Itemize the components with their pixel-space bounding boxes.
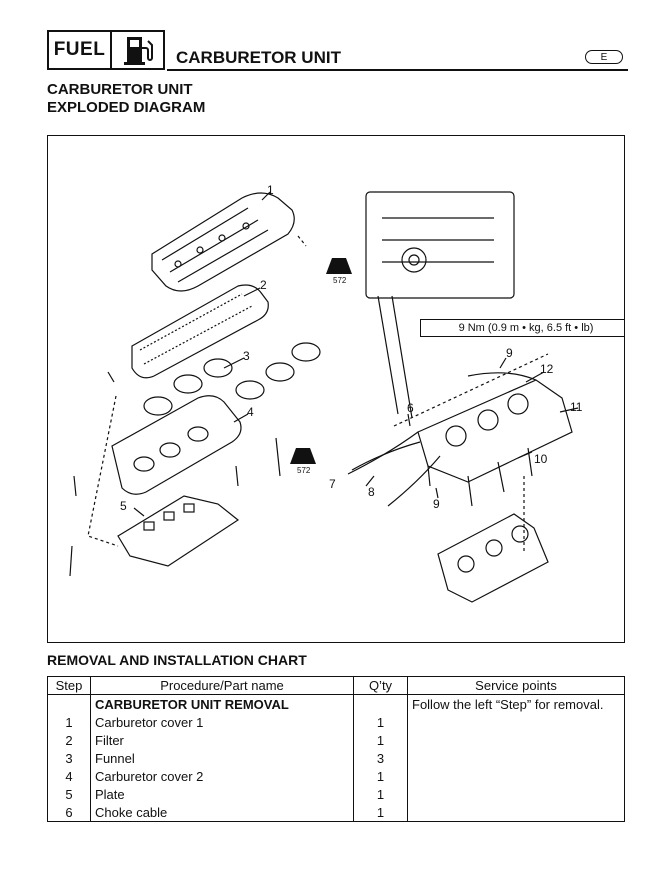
- section-label: FUEL: [49, 32, 112, 68]
- label-6: 6: [407, 401, 414, 415]
- table-row: CARBURETOR UNIT REMOVAL Follow the left …: [47, 694, 625, 713]
- lt-code: 572: [297, 466, 311, 475]
- col-service-points: Service points: [407, 676, 625, 695]
- col-qty: Q’ty: [353, 676, 408, 695]
- exploded-diagram: 572 572 1 2 3 4 5 6 7 8 9 9 10 11 12 9 N…: [47, 135, 625, 643]
- label-11: 11: [570, 400, 583, 414]
- page-subtitle: EXPLODED DIAGRAM: [47, 99, 206, 116]
- label-9: 9: [506, 346, 513, 360]
- torque-spec: 9 Nm (0.9 m • kg, 6.5 ft • lb): [420, 319, 624, 337]
- lt-code: 572: [333, 276, 347, 285]
- carburetor-cover-1: [151, 192, 295, 292]
- col-procedure: Procedure/Part name: [90, 676, 354, 695]
- table-row: 5 Plate 1: [47, 785, 625, 803]
- label-2: 2: [260, 278, 267, 292]
- lt-icon: [290, 258, 352, 464]
- chart-title: REMOVAL AND INSTALLATION CHART: [47, 652, 307, 668]
- header-divider: [167, 69, 628, 71]
- header-title: CARBURETOR UNIT: [176, 48, 341, 67]
- fuel-pump-icon: [112, 32, 163, 68]
- linkage-detail-inset: [365, 191, 515, 299]
- table-row: 1 Carburetor cover 1 1: [47, 713, 625, 731]
- funnel: [143, 396, 173, 416]
- carburetor-assembly: [417, 379, 573, 483]
- service-note: Follow the left “Step” for removal.: [407, 694, 625, 713]
- table-row: 4 Carburetor cover 2 1: [47, 767, 625, 785]
- label-1: 1: [267, 183, 274, 197]
- label-7: 7: [329, 477, 336, 491]
- table-row: 6 Choke cable 1: [47, 803, 625, 822]
- label-12: 12: [540, 362, 554, 376]
- choke-cable: [347, 431, 419, 475]
- plate: [117, 495, 240, 567]
- page-title: CARBURETOR UNIT: [47, 81, 193, 98]
- label-10: 10: [534, 452, 548, 466]
- label-3: 3: [243, 349, 250, 363]
- table-row: 2 Filter 1: [47, 731, 625, 749]
- label-8: 8: [368, 485, 375, 499]
- col-step: Step: [47, 676, 91, 695]
- filter: [131, 284, 269, 379]
- label-4: 4: [247, 405, 254, 419]
- label-5: 5: [120, 499, 127, 513]
- label-9b: 9: [433, 497, 440, 511]
- chart-header-row: Step Procedure/Part name Q’ty Service po…: [47, 676, 625, 695]
- language-badge: E: [585, 50, 623, 64]
- removal-chart: Step Procedure/Part name Q’ty Service po…: [47, 676, 625, 822]
- section-title: CARBURETOR UNIT REMOVAL: [90, 694, 354, 713]
- diagram-drawing: [69, 191, 579, 603]
- intake-manifold: [437, 513, 549, 603]
- table-row: 3 Funnel 3: [47, 749, 625, 767]
- section-tab: FUEL: [47, 30, 165, 70]
